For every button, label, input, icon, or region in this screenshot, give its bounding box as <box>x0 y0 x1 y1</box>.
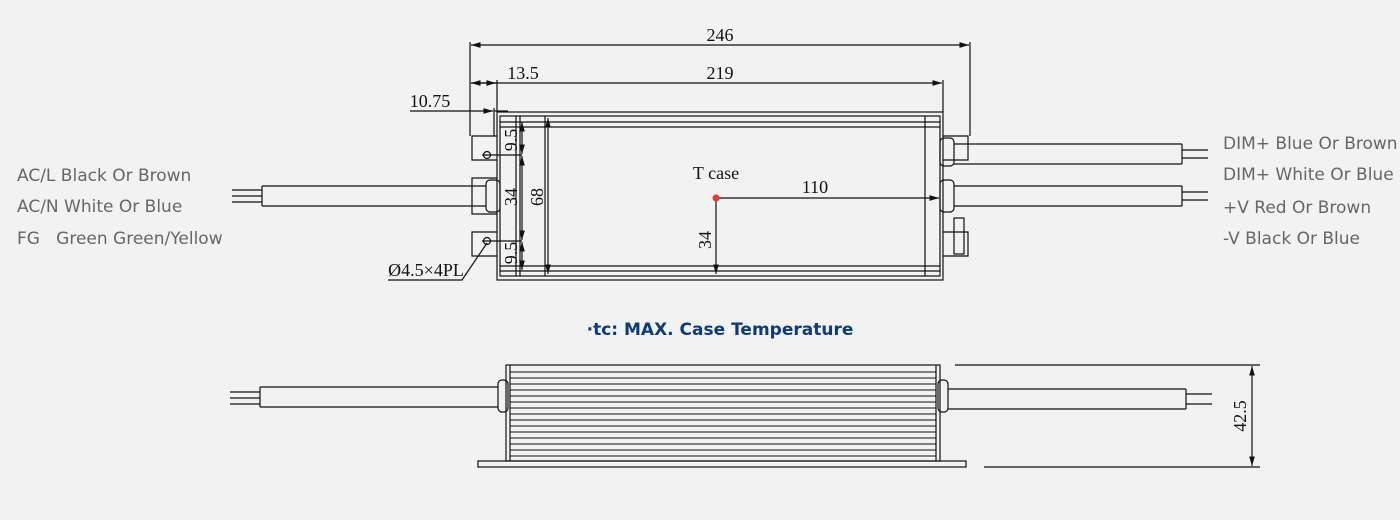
dim-hole-offset: 10.75 <box>410 91 451 111</box>
tcase-label: T case <box>693 163 739 183</box>
side-view-body <box>505 364 941 462</box>
label-v-plus: +V Red Or Brown <box>1223 198 1372 218</box>
label-dim-plus-blue: DIM+ Blue Or Brown <box>1223 134 1398 154</box>
label-dim-plus-white: DIM+ White Or Blue <box>1223 165 1394 185</box>
dim-tcase-y: 34 <box>695 231 715 249</box>
label-v-minus: -V Black Or Blue <box>1223 229 1360 249</box>
dim-hole-spacing: 34 <box>501 188 521 206</box>
label-acn: AC/N White Or Blue <box>17 197 183 217</box>
label-fg: FG Green Green/Yellow <box>17 229 223 249</box>
left-flange-top <box>471 135 497 161</box>
caption-case-temperature: ·tc: MAX. Case Temperature <box>586 320 854 340</box>
dim-hole-edge-bottom: 9.5 <box>501 242 521 265</box>
dim-hole-edge-top: 9.5 <box>501 129 521 152</box>
left-flange-bottom <box>471 231 497 257</box>
dim-hole-spec: Ø4.5×4PL <box>388 260 464 280</box>
dim-overall-length: 246 <box>707 25 734 45</box>
tcase-point <box>712 194 720 202</box>
dim-body-width: 68 <box>527 188 547 206</box>
dim-flange-offset: 13.5 <box>507 63 539 83</box>
top-view <box>232 42 1208 281</box>
dim-body-length: 219 <box>707 63 734 83</box>
label-acl: AC/L Black Or Brown <box>17 166 192 186</box>
side-view-flange <box>477 460 967 468</box>
right-flange-bottom <box>943 231 969 257</box>
right-flange-top <box>943 135 969 161</box>
dim-tcase-x: 110 <box>802 177 828 197</box>
side-view <box>230 364 1260 468</box>
dim-height: 42.5 <box>1230 400 1250 432</box>
top-view-body <box>496 111 944 281</box>
